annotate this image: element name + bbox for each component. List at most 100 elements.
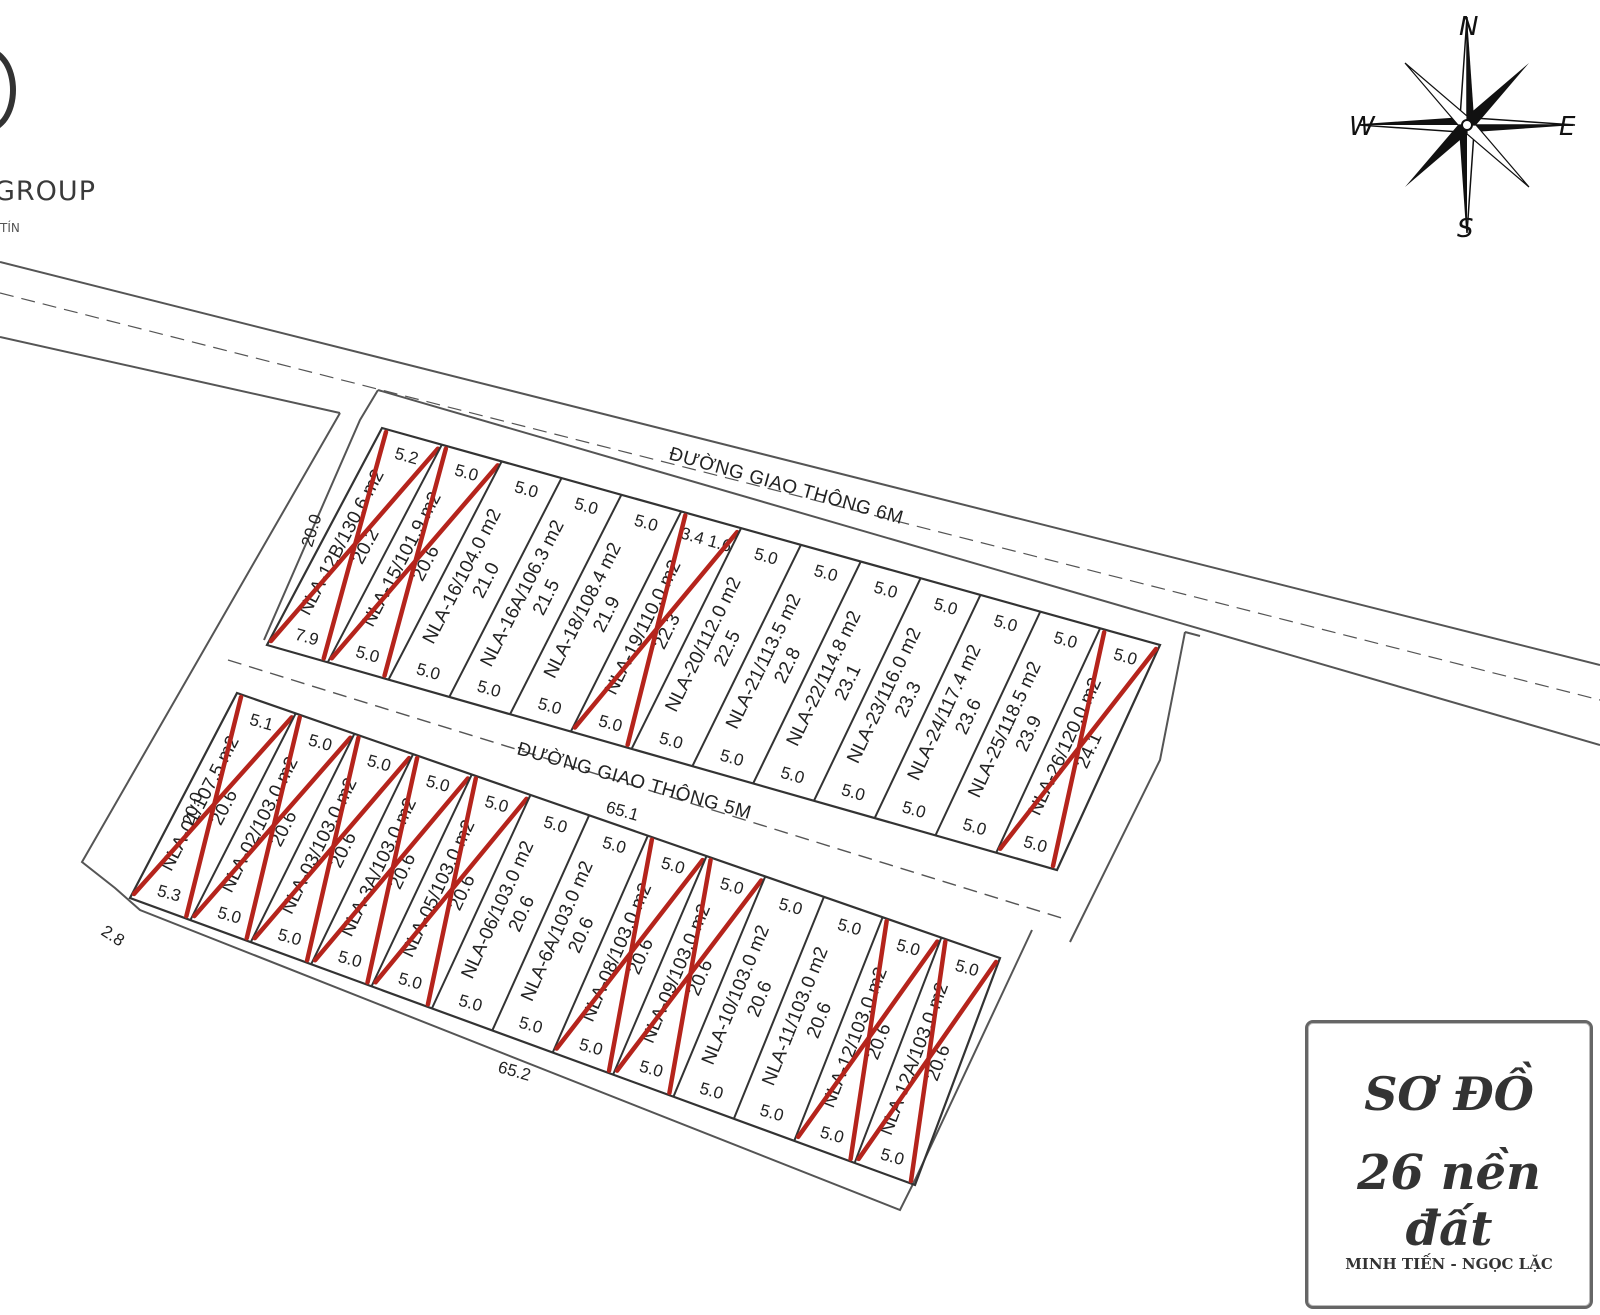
lot-front-width-label: 5.0	[953, 956, 981, 981]
lot-front-width-label: 5.0	[659, 853, 687, 878]
sold-cross-mark	[856, 959, 999, 1162]
lot-front-width-label: 5.0	[752, 544, 780, 569]
lot-back-width-label: 5.0	[596, 711, 624, 736]
compass-north-label: N	[1459, 12, 1478, 42]
lot-back-width-label: 5.3	[155, 881, 183, 906]
lot-front-width-label: 5.0	[452, 460, 480, 485]
bottom-outline	[128, 691, 1002, 1187]
lot-divider	[732, 896, 825, 1120]
sold-cross-mark	[131, 715, 294, 897]
lot-front-width-label: 5.0	[600, 833, 628, 858]
lot-back-width-label: 5.0	[354, 642, 382, 667]
lot-back-width-label: 5.0	[637, 1057, 665, 1082]
lot-divider	[691, 544, 802, 767]
title-box: SƠ ĐỒ 26 nền đất MINH TIẾN - NGỌC LẶC	[1305, 1020, 1593, 1309]
sold-cross-mark	[554, 857, 705, 1051]
lot-divider	[853, 937, 943, 1164]
lot-divider	[189, 712, 297, 921]
lot-back-width-label: 5.0	[657, 728, 685, 753]
lot-divider	[672, 876, 767, 1098]
lot-front-width-label: 5.0	[1111, 645, 1139, 670]
sold-cross-mark	[192, 735, 353, 919]
lot-front-width-label: 5.0	[894, 935, 922, 960]
lot-back-width-label: 5.0	[475, 677, 503, 702]
lot-divider	[310, 753, 414, 965]
road-length-label: 65.1	[604, 798, 641, 825]
lot-divider	[551, 835, 649, 1053]
compass-east-label: E	[1559, 112, 1576, 142]
lot-front-width-label: 5.0	[992, 611, 1020, 636]
lot-back-width-label: 5.0	[878, 1145, 906, 1170]
lot-front-width-label: 3.4 1.6	[678, 524, 733, 556]
lot-divider	[491, 814, 591, 1031]
lot-front-width-label: 5.0	[718, 874, 746, 899]
lot-front-width-label: 5.0	[483, 792, 511, 817]
lot-front-width-label: 5.0	[872, 578, 900, 603]
sold-cross-mark	[373, 796, 529, 985]
lot-divider	[752, 561, 862, 784]
sold-cross-mark	[572, 529, 740, 730]
compass-west-label: W	[1349, 112, 1376, 142]
lot-front-width-label: 5.0	[1052, 628, 1080, 653]
lot-back-width-label: 5.0	[276, 925, 304, 950]
sold-cross-mark	[252, 755, 412, 941]
lot-divider	[612, 855, 708, 1076]
sold-cross-mark	[312, 776, 471, 963]
lot-back-width-label: 5.0	[758, 1101, 786, 1126]
sold-cross-mark	[268, 446, 441, 644]
lot-back-width-label: 5.0	[396, 969, 424, 994]
lot-front-width-label: 5.0	[572, 494, 600, 519]
lot-front-width-label: 5.0	[632, 511, 660, 536]
lot-back-width-label: 5.0	[517, 1013, 545, 1038]
lot-divider	[630, 527, 742, 750]
sold-cross-mark	[795, 939, 940, 1140]
lot-divider	[326, 444, 443, 663]
title-location: MINH TIẾN - NGỌC LẶC	[1345, 1255, 1553, 1273]
lot-divider	[448, 477, 563, 698]
lot-front-width-label: 5.0	[541, 812, 569, 837]
sold-cross-mark	[614, 878, 764, 1073]
logo-tagline: TÍN	[0, 221, 20, 235]
compass-south-label: S	[1457, 214, 1474, 244]
sold-cross-mark	[997, 646, 1159, 851]
lot-divider	[873, 594, 982, 819]
lot-back-width-label: 5.0	[1021, 832, 1049, 857]
lot-front-width-label: 5.0	[932, 594, 960, 619]
lot-back-width-label: 5.0	[456, 991, 484, 1016]
road-6m-label: ĐƯỜNG GIAO THÔNG 6M	[667, 443, 906, 529]
lot-back-width-label: 5.0	[718, 746, 746, 771]
title-line-1: SƠ ĐỒ	[1364, 1067, 1534, 1121]
lot-divider	[249, 733, 356, 943]
lot-front-width-label: 5.2	[393, 444, 421, 469]
lot-back-width-label: 5.0	[818, 1123, 846, 1148]
title-line-2: 26 nền đất	[1357, 1145, 1541, 1257]
lot-divider	[431, 794, 532, 1009]
lot-back-width-label: 5.0	[577, 1035, 605, 1060]
lot-back-width-label: 5.0	[900, 797, 928, 822]
lot-front-width-label: 5.0	[424, 771, 452, 796]
lot-back-width-label: 5.0	[779, 763, 807, 788]
compass-rose-icon: N S E W	[1349, 12, 1576, 244]
lot-back-width-label: 7.9	[293, 625, 321, 650]
lot-back-width-label: 5.0	[961, 815, 989, 840]
lot-front-width-label: 5.0	[835, 915, 863, 940]
logo-name: GROUP	[0, 176, 96, 207]
lot-front-width-label: 5.0	[512, 477, 540, 502]
main-road	[0, 261, 1600, 746]
lot-divider	[995, 627, 1102, 854]
lot-back-width-label: 5.0	[414, 659, 442, 684]
lot-front-width-label: 5.0	[306, 730, 334, 755]
lot-front-width-label: 5.0	[777, 894, 805, 919]
corner-dimension-label: 2.8	[98, 921, 128, 950]
lot-divider	[934, 611, 1042, 836]
lot-back-width-label: 5.0	[839, 780, 867, 805]
lot-front-width-label: 5.0	[812, 561, 840, 586]
lot-divider	[387, 460, 503, 681]
lot-divider	[370, 774, 473, 987]
bottom-length-label: 65.2	[496, 1058, 533, 1085]
site-boundary	[80, 389, 1201, 1212]
top-outline	[265, 426, 1162, 872]
lot-back-width-label: 5.0	[215, 903, 243, 928]
lot-divider	[509, 494, 623, 715]
